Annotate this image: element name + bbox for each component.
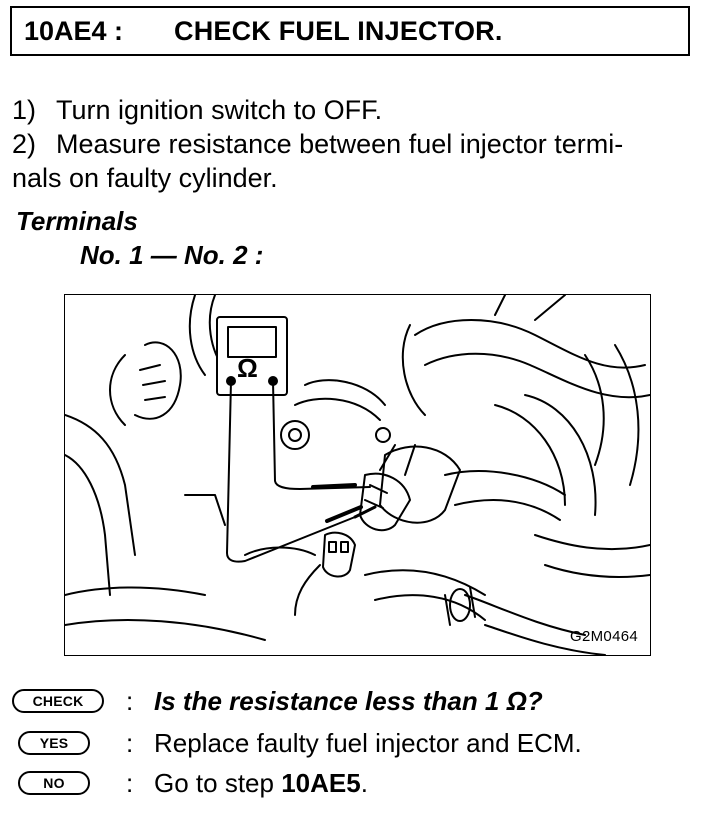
yes-badge: YES (18, 731, 90, 755)
instruction-text: Turn ignition switch to OFF. (56, 95, 383, 125)
check-row: CHECK : Is the resistance less than 1 Ω? (6, 686, 696, 718)
check-badge: CHECK (12, 689, 104, 713)
no-action: Go to step 10AE5. (154, 768, 368, 799)
yes-row: YES : Replace faulty fuel injector and E… (6, 728, 696, 760)
instruction-text: nals on faulty cylinder. (12, 163, 278, 193)
engine-drawing (65, 295, 650, 655)
no-action-prefix: Go to step (154, 768, 282, 798)
no-row: NO : Go to step 10AE5. (6, 768, 696, 800)
step-code: 10AE4 : (24, 16, 124, 46)
yes-action: Replace faulty fuel injector and ECM. (154, 728, 582, 758)
instruction-number: 2) (12, 129, 37, 159)
terminals-pair: No. 1 — No. 2 : (80, 240, 264, 270)
no-action-suffix: . (360, 768, 368, 798)
instruction-2: 2) Measure resistance between fuel inject… (12, 126, 623, 162)
colon: : (126, 728, 134, 758)
figure-code: G2M0464 (570, 628, 638, 645)
step-title: CHECK FUEL INJECTOR. (174, 16, 503, 46)
next-step-link[interactable]: 10AE5 (281, 768, 361, 798)
instruction-text: Measure resistance between fuel injector… (56, 129, 624, 159)
injector-illustration: Ω G2M0464 (64, 294, 651, 656)
colon: : (126, 686, 134, 716)
instruction-number: 1) (12, 95, 37, 125)
instruction-2-continued: nals on faulty cylinder. (12, 160, 278, 196)
check-question: Is the resistance less than 1 Ω? (154, 686, 543, 716)
terminals-heading: Terminals (16, 206, 138, 236)
ohm-symbol: Ω (237, 353, 258, 383)
step-header: 10AE4 : CHECK FUEL INJECTOR. (10, 6, 690, 56)
colon: : (126, 768, 134, 798)
instruction-1: 1) Turn ignition switch to OFF. (12, 92, 382, 128)
no-badge: NO (18, 771, 90, 795)
